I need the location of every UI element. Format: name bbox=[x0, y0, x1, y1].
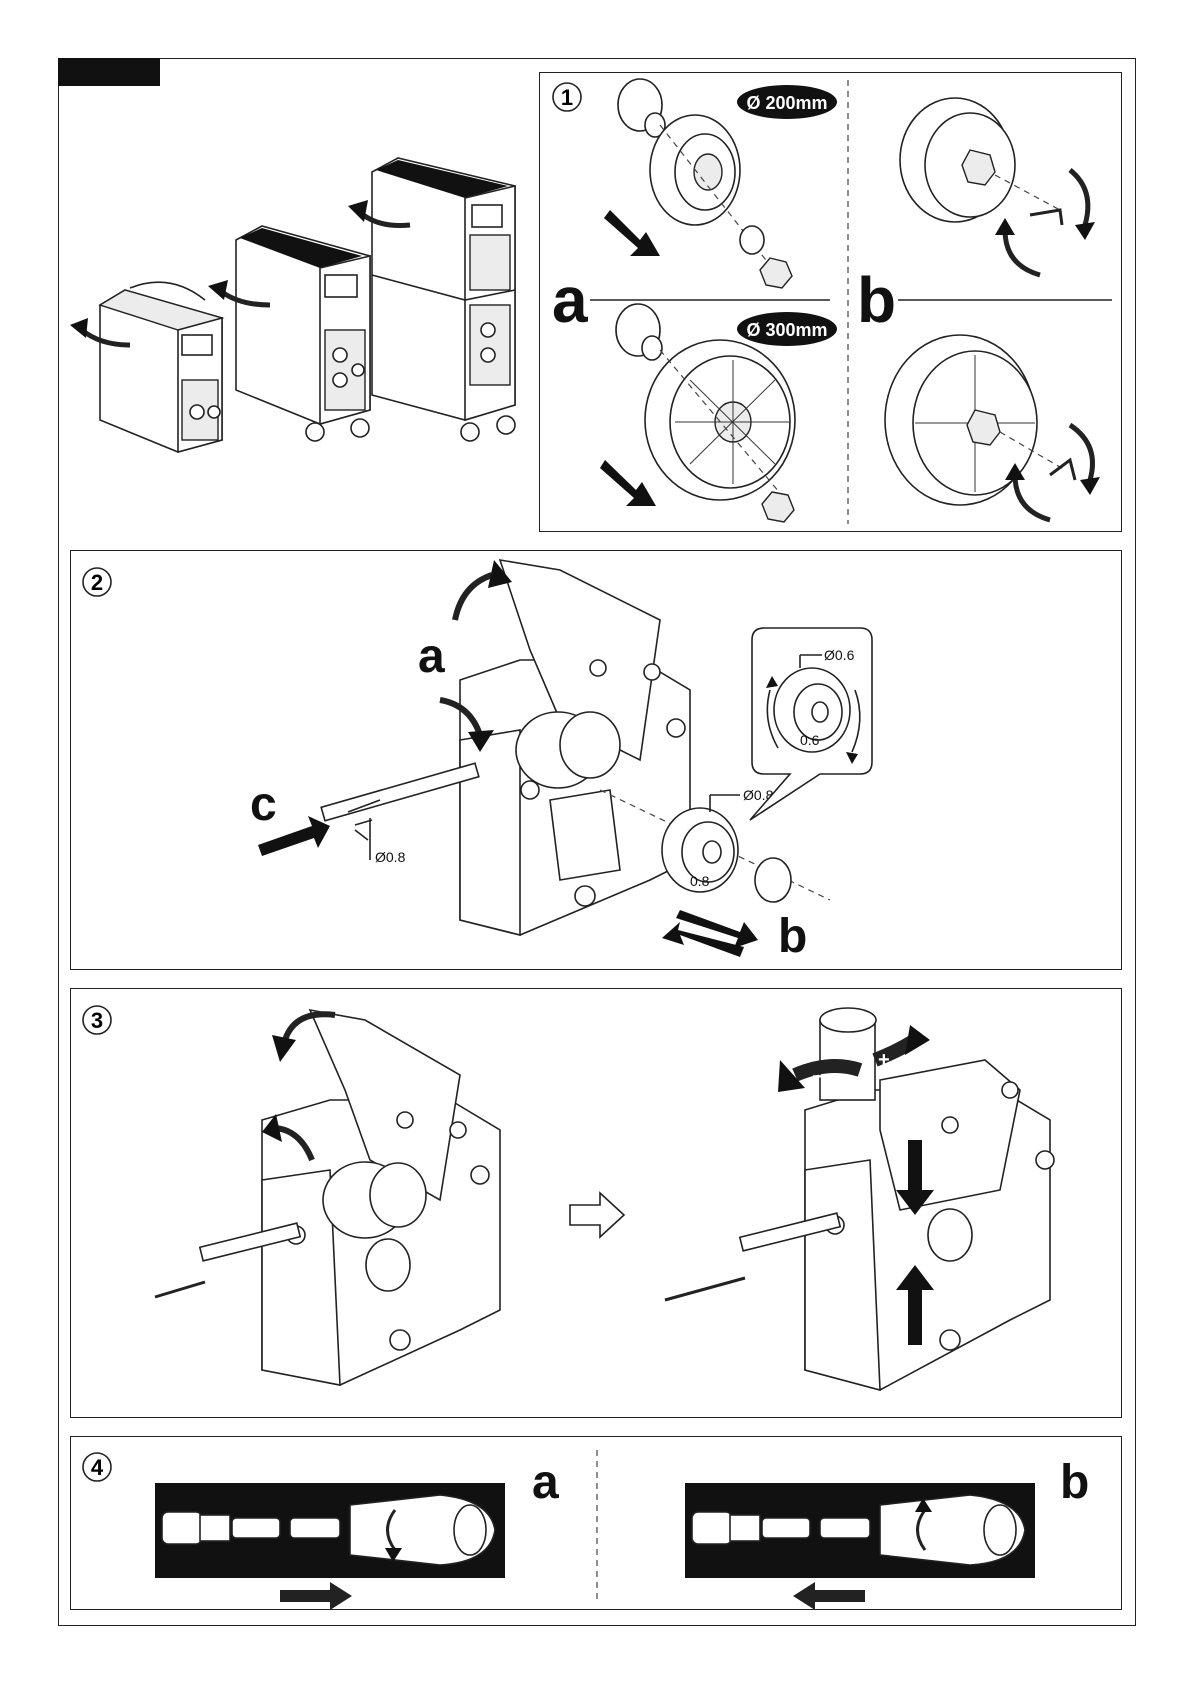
panel-4-label-b: b bbox=[1060, 1456, 1089, 1509]
torch-nozzle-remove bbox=[155, 1483, 505, 1610]
step-4-number: 4 bbox=[91, 1455, 104, 1480]
panel-4-label-a: a bbox=[532, 1456, 559, 1509]
torch-nozzle-install bbox=[685, 1483, 1035, 1610]
